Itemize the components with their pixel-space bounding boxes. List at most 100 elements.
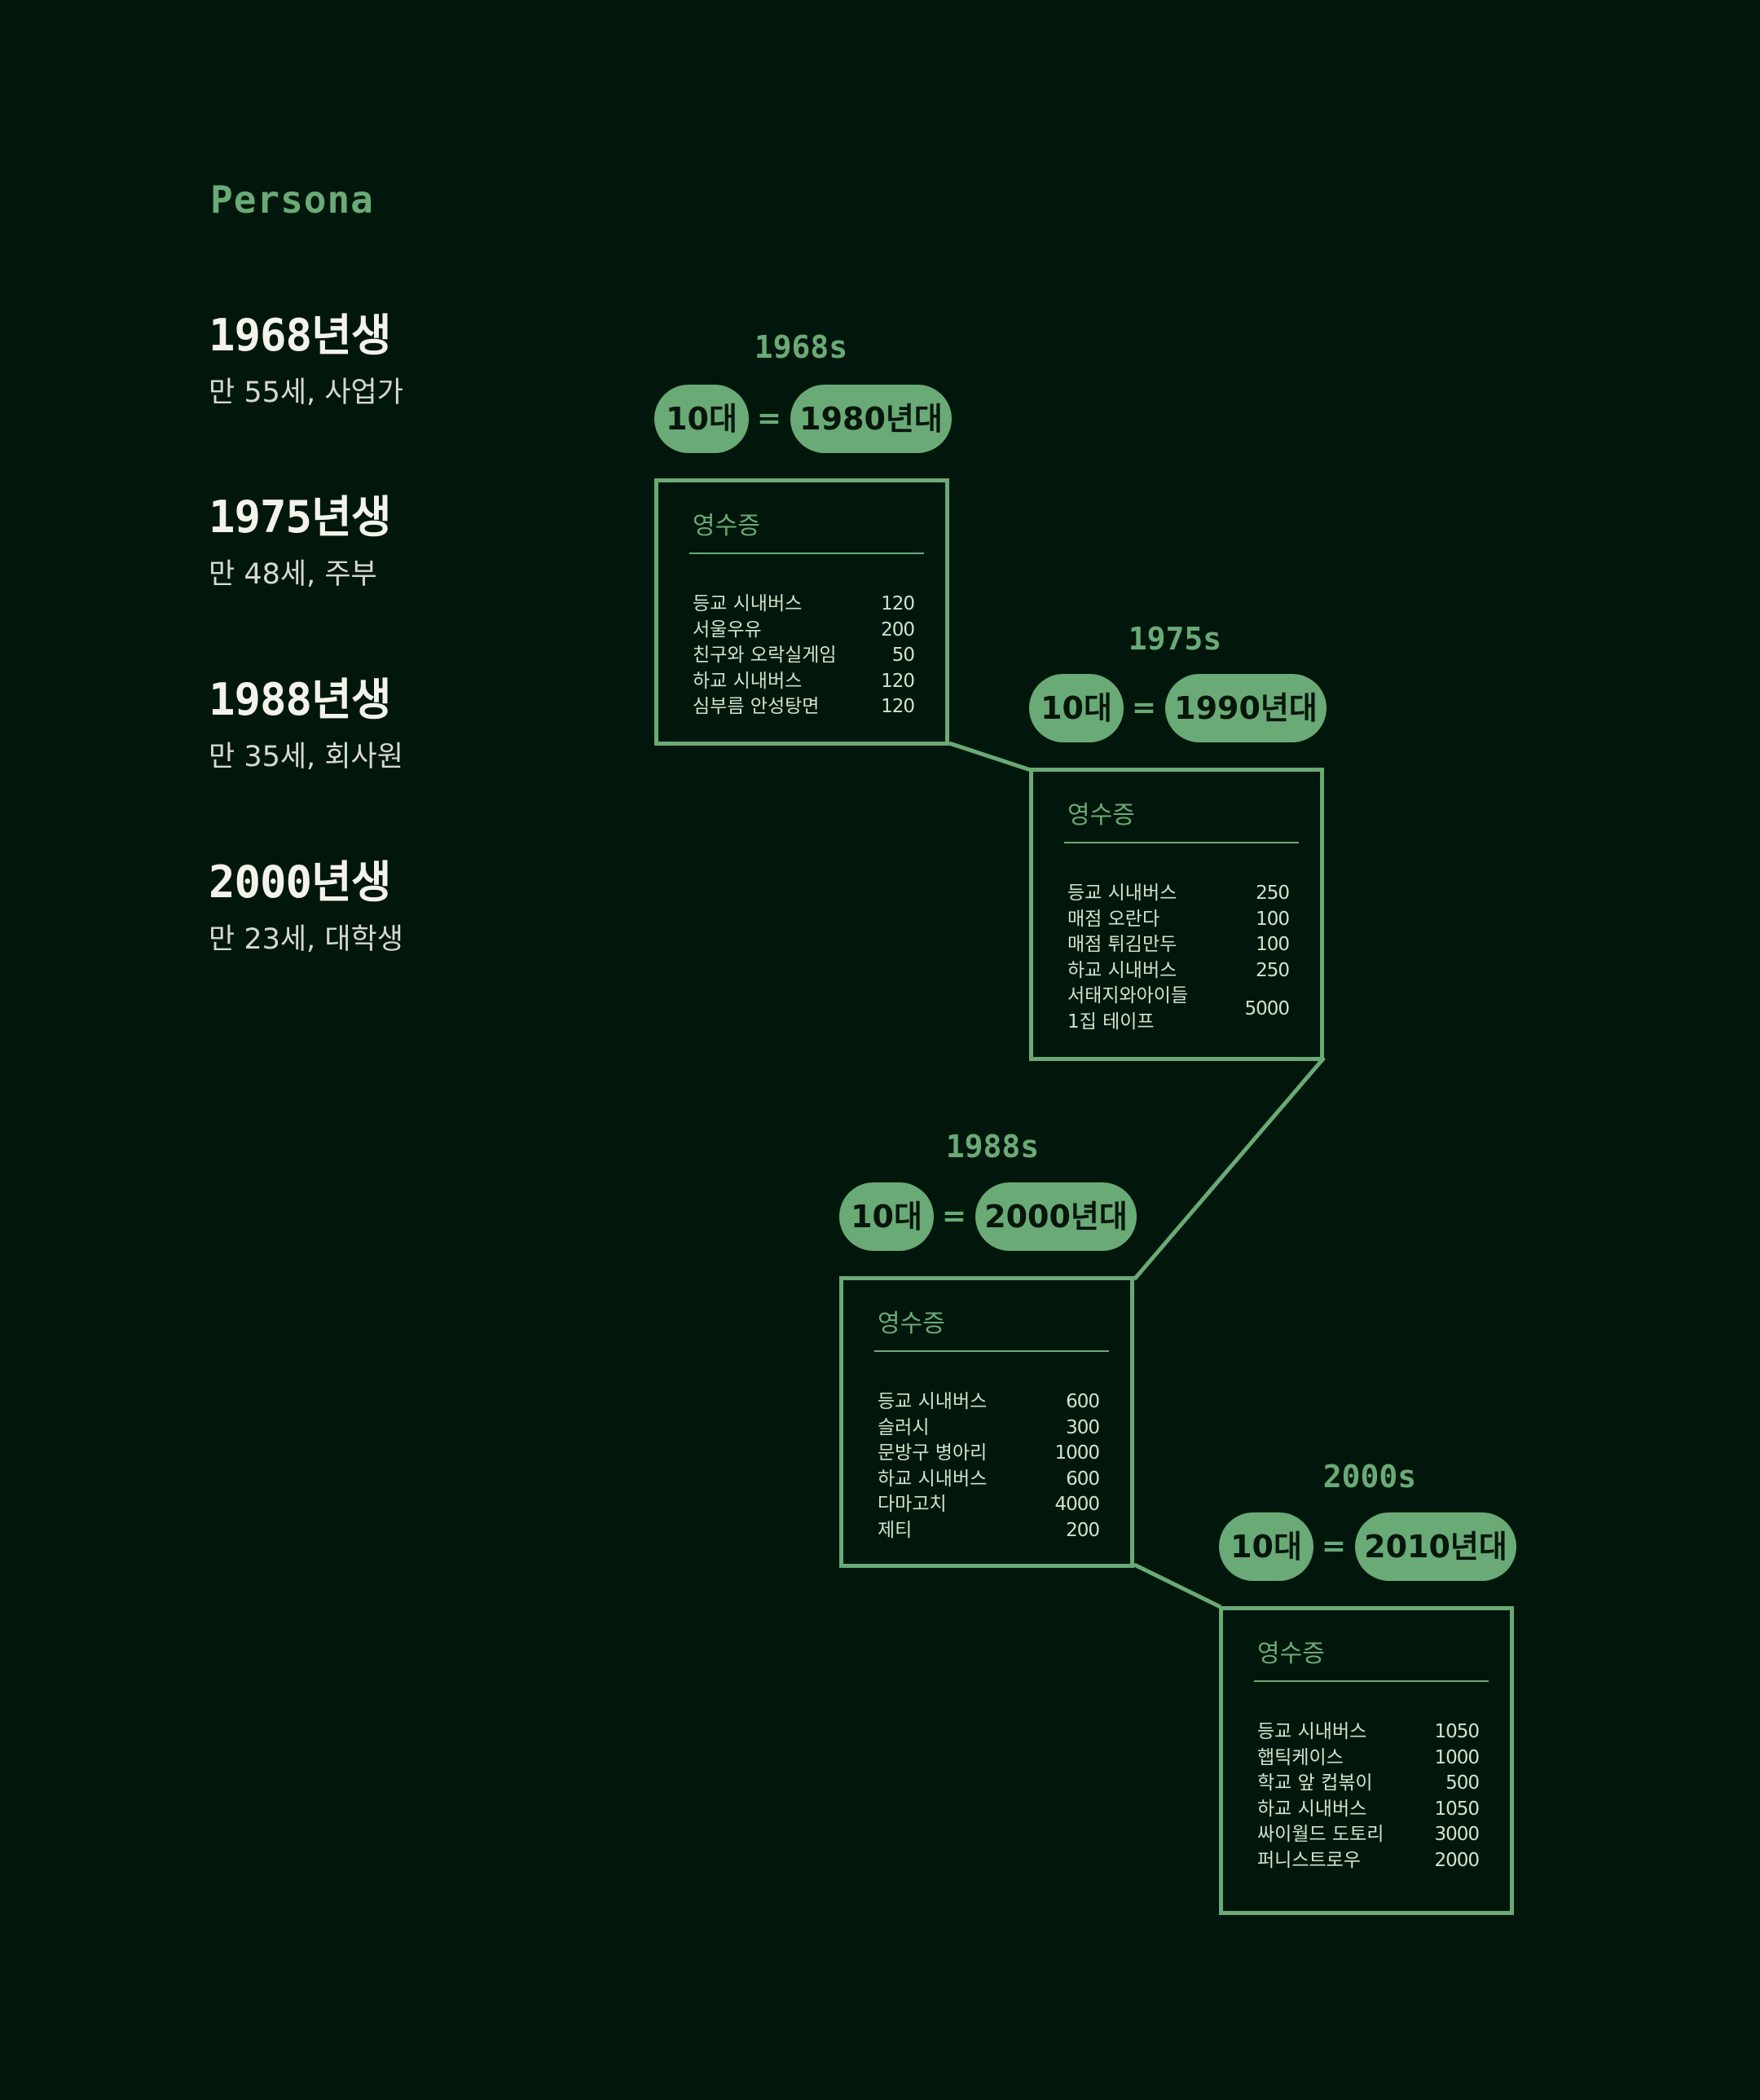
persona-2000: 2000년생 만 23세, 대학생 bbox=[209, 861, 403, 954]
persona-1968: 1968년생 만 55세, 사업가 bbox=[209, 314, 403, 407]
item-name: 등교 시내버스 bbox=[1257, 1721, 1367, 1742]
receipt-items: 등교 시내버스 1050 햅틱케이스 1000 학교 앞 컵볶이 500 하교 시내버… bbox=[1254, 1719, 1480, 1874]
decade-pill: 1980년대 bbox=[790, 385, 952, 453]
item-name: 매점 튀김만두 bbox=[1067, 934, 1177, 955]
item-price: 120 bbox=[881, 593, 915, 614]
persona-desc: 만 55세, 사업가 bbox=[209, 376, 403, 409]
receipt-row: 등교 시내버스 250 bbox=[1067, 881, 1290, 907]
item-name: 하교 시내버스 bbox=[1067, 959, 1177, 981]
item-price: 200 bbox=[1066, 1519, 1100, 1541]
receipt-row: 제티 200 bbox=[878, 1518, 1100, 1544]
receipt-row: 하교 시내버스 600 bbox=[878, 1467, 1100, 1493]
receipt-2000s: 영수증 등교 시내버스 1050 햅틱케이스 1000 학교 앞 컵볶이 500 하교… bbox=[1219, 1606, 1514, 1915]
item-name: 학교 앞 컵볶이 bbox=[1257, 1772, 1373, 1794]
age-pill: 10대 bbox=[1219, 1512, 1313, 1581]
item-name: 등교 시내버스 bbox=[1067, 883, 1177, 904]
equals-sign: = bbox=[941, 1200, 967, 1233]
receipt-row: 등교 시내버스 600 bbox=[878, 1389, 1100, 1415]
item-name: 다마고치 bbox=[878, 1494, 947, 1515]
item-price: 300 bbox=[1066, 1416, 1100, 1438]
receipt-row: 슬러시 300 bbox=[878, 1415, 1100, 1442]
receipt-row: 하교 시내버스 250 bbox=[1067, 958, 1290, 984]
connector-2-3 bbox=[1133, 1056, 1326, 1281]
item-price: 100 bbox=[1256, 908, 1290, 930]
item-price: 120 bbox=[881, 696, 915, 717]
item-name: 서태지와아이들 1집 테이프 bbox=[1067, 985, 1189, 1032]
item-name: 서울우유 bbox=[693, 619, 762, 641]
era-label: 1968s bbox=[754, 329, 848, 365]
receipt-row: 하교 시내버스 120 bbox=[693, 669, 915, 695]
equals-sign: = bbox=[1131, 691, 1157, 724]
persona-1988: 1988년생 만 35세, 회사원 bbox=[209, 678, 403, 772]
item-price: 2000 bbox=[1434, 1849, 1480, 1871]
item-price: 600 bbox=[1066, 1391, 1100, 1412]
item-price: 5000 bbox=[1244, 997, 1290, 1019]
item-price: 500 bbox=[1445, 1772, 1480, 1794]
item-price: 600 bbox=[1066, 1468, 1100, 1490]
persona-year: 1968년생 bbox=[209, 310, 391, 361]
item-name: 등교 시내버스 bbox=[878, 1391, 988, 1412]
persona-year: 1988년생 bbox=[209, 674, 391, 725]
receipt-items: 등교 시내버스 600 슬러시 300 문방구 병아리 1000 하교 시내버스 600… bbox=[874, 1389, 1100, 1544]
item-name: 문방구 병아리 bbox=[878, 1442, 988, 1464]
age-pill: 10대 bbox=[1029, 674, 1124, 742]
item-price: 200 bbox=[881, 619, 915, 641]
item-name: 하교 시내버스 bbox=[693, 670, 803, 692]
decade-pill: 1990년대 bbox=[1165, 674, 1327, 742]
receipt-title: 영수증 bbox=[874, 1303, 1109, 1352]
era-label: 1975s bbox=[1128, 621, 1222, 657]
item-price: 50 bbox=[891, 645, 915, 666]
connector-3-4 bbox=[1133, 1562, 1222, 1609]
receipt-row: 친구와 오락실게임 50 bbox=[693, 643, 915, 669]
connector-1-2 bbox=[948, 741, 1032, 773]
receipt-title: 영수증 bbox=[689, 505, 924, 554]
persona-desc: 만 23세, 대학생 bbox=[209, 923, 403, 956]
item-name: 하교 시내버스 bbox=[878, 1468, 988, 1490]
receipt-row: 등교 시내버스 1050 bbox=[1257, 1719, 1480, 1746]
item-price: 1000 bbox=[1434, 1746, 1480, 1768]
receipt-row: 매점 오란다 100 bbox=[1067, 907, 1290, 933]
receipt-row: 학교 앞 컵볶이 500 bbox=[1257, 1771, 1480, 1797]
item-price: 1000 bbox=[1054, 1442, 1100, 1464]
item-name: 햅틱케이스 bbox=[1257, 1746, 1344, 1768]
era-label: 2000s bbox=[1322, 1459, 1417, 1495]
receipt-title: 영수증 bbox=[1254, 1633, 1489, 1682]
receipt-row: 햅틱케이스 1000 bbox=[1257, 1746, 1480, 1772]
item-price: 3000 bbox=[1434, 1824, 1480, 1845]
item-name: 제티 bbox=[878, 1519, 913, 1541]
section-title: Persona bbox=[210, 178, 374, 222]
item-price: 250 bbox=[1256, 959, 1290, 981]
age-pill: 10대 bbox=[839, 1182, 934, 1251]
item-price: 1050 bbox=[1434, 1721, 1480, 1742]
item-price: 250 bbox=[1256, 883, 1290, 904]
item-name: 하교 시내버스 bbox=[1257, 1798, 1367, 1820]
persona-desc: 만 48세, 주부 bbox=[209, 558, 377, 591]
decade-pill: 2000년대 bbox=[975, 1182, 1137, 1251]
decade-pill: 2010년대 bbox=[1355, 1512, 1516, 1581]
age-pill: 10대 bbox=[654, 385, 749, 453]
item-price: 120 bbox=[881, 670, 915, 692]
receipt-1988s: 영수증 등교 시내버스 600 슬러시 300 문방구 병아리 1000 하교 시내버… bbox=[839, 1276, 1134, 1568]
item-name: 친구와 오락실게임 bbox=[693, 645, 837, 666]
receipt-row: 서울우유 200 bbox=[693, 618, 915, 644]
item-name: 슬러시 bbox=[878, 1416, 930, 1438]
receipt-title: 영수증 bbox=[1064, 795, 1299, 843]
equals-sign: = bbox=[1321, 1530, 1347, 1563]
receipt-row: 문방구 병아리 1000 bbox=[878, 1441, 1100, 1467]
item-name: 매점 오란다 bbox=[1067, 908, 1160, 930]
persona-year: 2000년생 bbox=[209, 856, 391, 908]
receipt-row: 서태지와아이들 1집 테이프 5000 bbox=[1067, 984, 1290, 1035]
era-label: 1988s bbox=[945, 1129, 1040, 1164]
persona-1975: 1975년생 만 48세, 주부 bbox=[209, 495, 391, 591]
